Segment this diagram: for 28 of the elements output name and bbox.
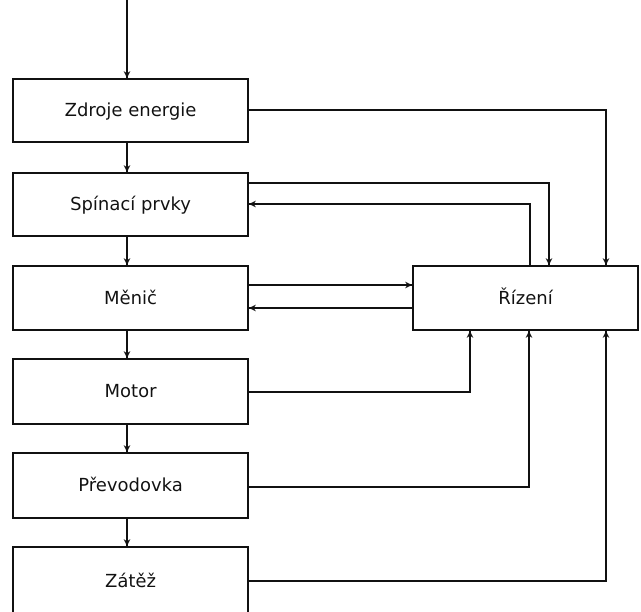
arrow [249, 200, 531, 265]
process-box [12, 546, 249, 612]
arrow [249, 304, 412, 312]
box-label: Řízení [498, 288, 553, 308]
box-label: Měnič [104, 288, 157, 308]
arrow [249, 331, 610, 582]
arrow [249, 282, 412, 288]
arrow [124, 331, 130, 358]
process-box [12, 78, 249, 143]
process-box [12, 265, 249, 331]
arrow [124, 519, 130, 546]
arrow [124, 143, 130, 172]
arrow [249, 331, 474, 393]
process-box [412, 265, 639, 331]
arrow [249, 109, 610, 265]
box-label: Spínací prvky [70, 194, 191, 215]
box-label: Převodovka [78, 475, 183, 496]
arrow [124, 237, 130, 265]
arrow [249, 331, 532, 488]
box-label: Zdroje energie [64, 100, 196, 121]
arrow [124, 0, 130, 78]
box-label: Motor [104, 381, 156, 402]
arrow [249, 182, 552, 265]
process-box [12, 172, 249, 237]
arrow [124, 425, 130, 452]
process-box [12, 358, 249, 425]
box-label: Zátěž [105, 570, 156, 592]
process-box [12, 452, 249, 519]
